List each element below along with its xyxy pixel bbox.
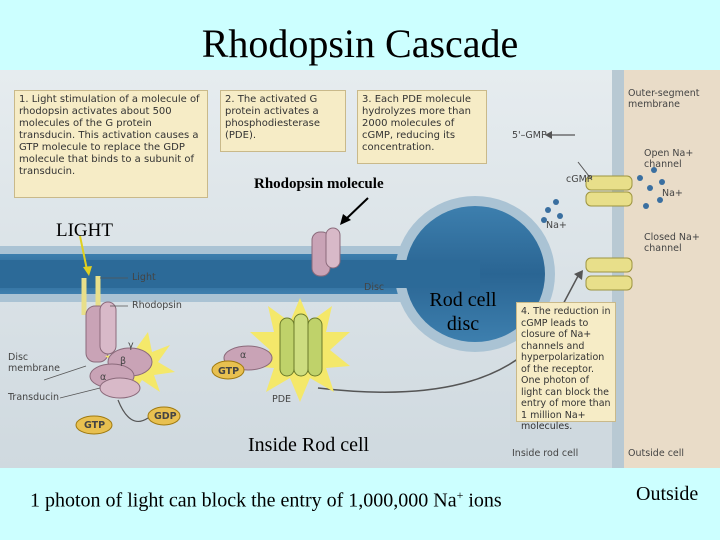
pde-label: PDE — [272, 394, 292, 405]
step-2-box: 2. The activated G protein activates a p… — [220, 90, 346, 152]
open-channel-label: Open Na+ channel — [644, 148, 694, 170]
beta-label: β — [120, 356, 127, 367]
outer-segment-membrane-label: Outer-segment membrane — [628, 88, 700, 110]
transducin-label: Transducin — [8, 392, 60, 403]
disc-shape — [0, 196, 555, 352]
slide-title: Rhodopsin Cascade — [201, 21, 519, 66]
alpha-label-1: α — [240, 350, 247, 361]
light-annotation: LIGHT — [56, 220, 113, 241]
transducin-shape — [89, 332, 175, 399]
rod-cell-disc-annotation: Rod cell disc — [429, 289, 497, 335]
disc-label: Disc — [364, 282, 385, 293]
gtp-label-1: GTP — [218, 366, 240, 377]
gdp-label: GDP — [154, 411, 177, 422]
open-channel-shape — [585, 175, 633, 207]
step-3-text: 3. Each PDE molecule hydrolyzes more tha… — [362, 94, 471, 153]
step-2-text: 2. The activated G protein activates a p… — [225, 94, 320, 141]
na-label-inside: Na+ — [546, 220, 567, 231]
five-gmp-label: 5'–GMP — [512, 130, 547, 141]
outside-label: Outside — [636, 483, 699, 505]
disc-membrane-label: Disc membrane — [8, 352, 60, 374]
step-1-text: 1. Light stimulation of a molecule of rh… — [19, 94, 200, 177]
step-1-box: 1. Light stimulation of a molecule of rh… — [14, 90, 208, 198]
gtp-label-2: GTP — [84, 420, 106, 431]
footer-caption: 1 photon of light can block the entry of… — [30, 488, 502, 513]
light-small-label: Light — [132, 272, 156, 283]
outside-cell-small-label: Outside cell — [628, 448, 685, 459]
step-3-box: 3. Each PDE molecule hydrolyzes more tha… — [357, 90, 487, 164]
footer-caption-superscript: + — [456, 488, 464, 502]
rhodopsin-small-label: Rhodopsin — [132, 300, 182, 311]
pde-shape — [211, 298, 350, 402]
closed-channel-shape — [585, 257, 633, 291]
activated-rhodopsin-shape — [81, 276, 117, 363]
outside-cell-region — [624, 70, 720, 468]
rhodopsin-molecule-annotation: Rhodopsin molecule — [254, 176, 384, 192]
rhodopsin-cascade-figure: 1. Light stimulation of a molecule of rh… — [0, 70, 720, 468]
inside-rod-cell-annotation: Inside Rod cell — [248, 434, 370, 456]
gamma-label: γ — [128, 340, 134, 351]
footer-caption-main: 1 photon of light can block the entry of… — [30, 489, 457, 512]
closed-channel-label: Closed Na+ channel — [644, 232, 700, 254]
step-4-text: 4. The reduction in cGMP leads to closur… — [521, 306, 611, 432]
step-4-box: 4. The reduction in cGMP leads to closur… — [516, 302, 616, 432]
na-label-outside: Na+ — [662, 188, 683, 199]
footer-caption-end: ions — [463, 489, 502, 512]
inside-rod-cell-small-label: Inside rod cell — [512, 448, 579, 459]
rhodopsin-molecule-shape — [311, 227, 341, 277]
alpha-label-2: α — [100, 372, 107, 383]
cgmp-label: cGMP — [566, 174, 593, 185]
